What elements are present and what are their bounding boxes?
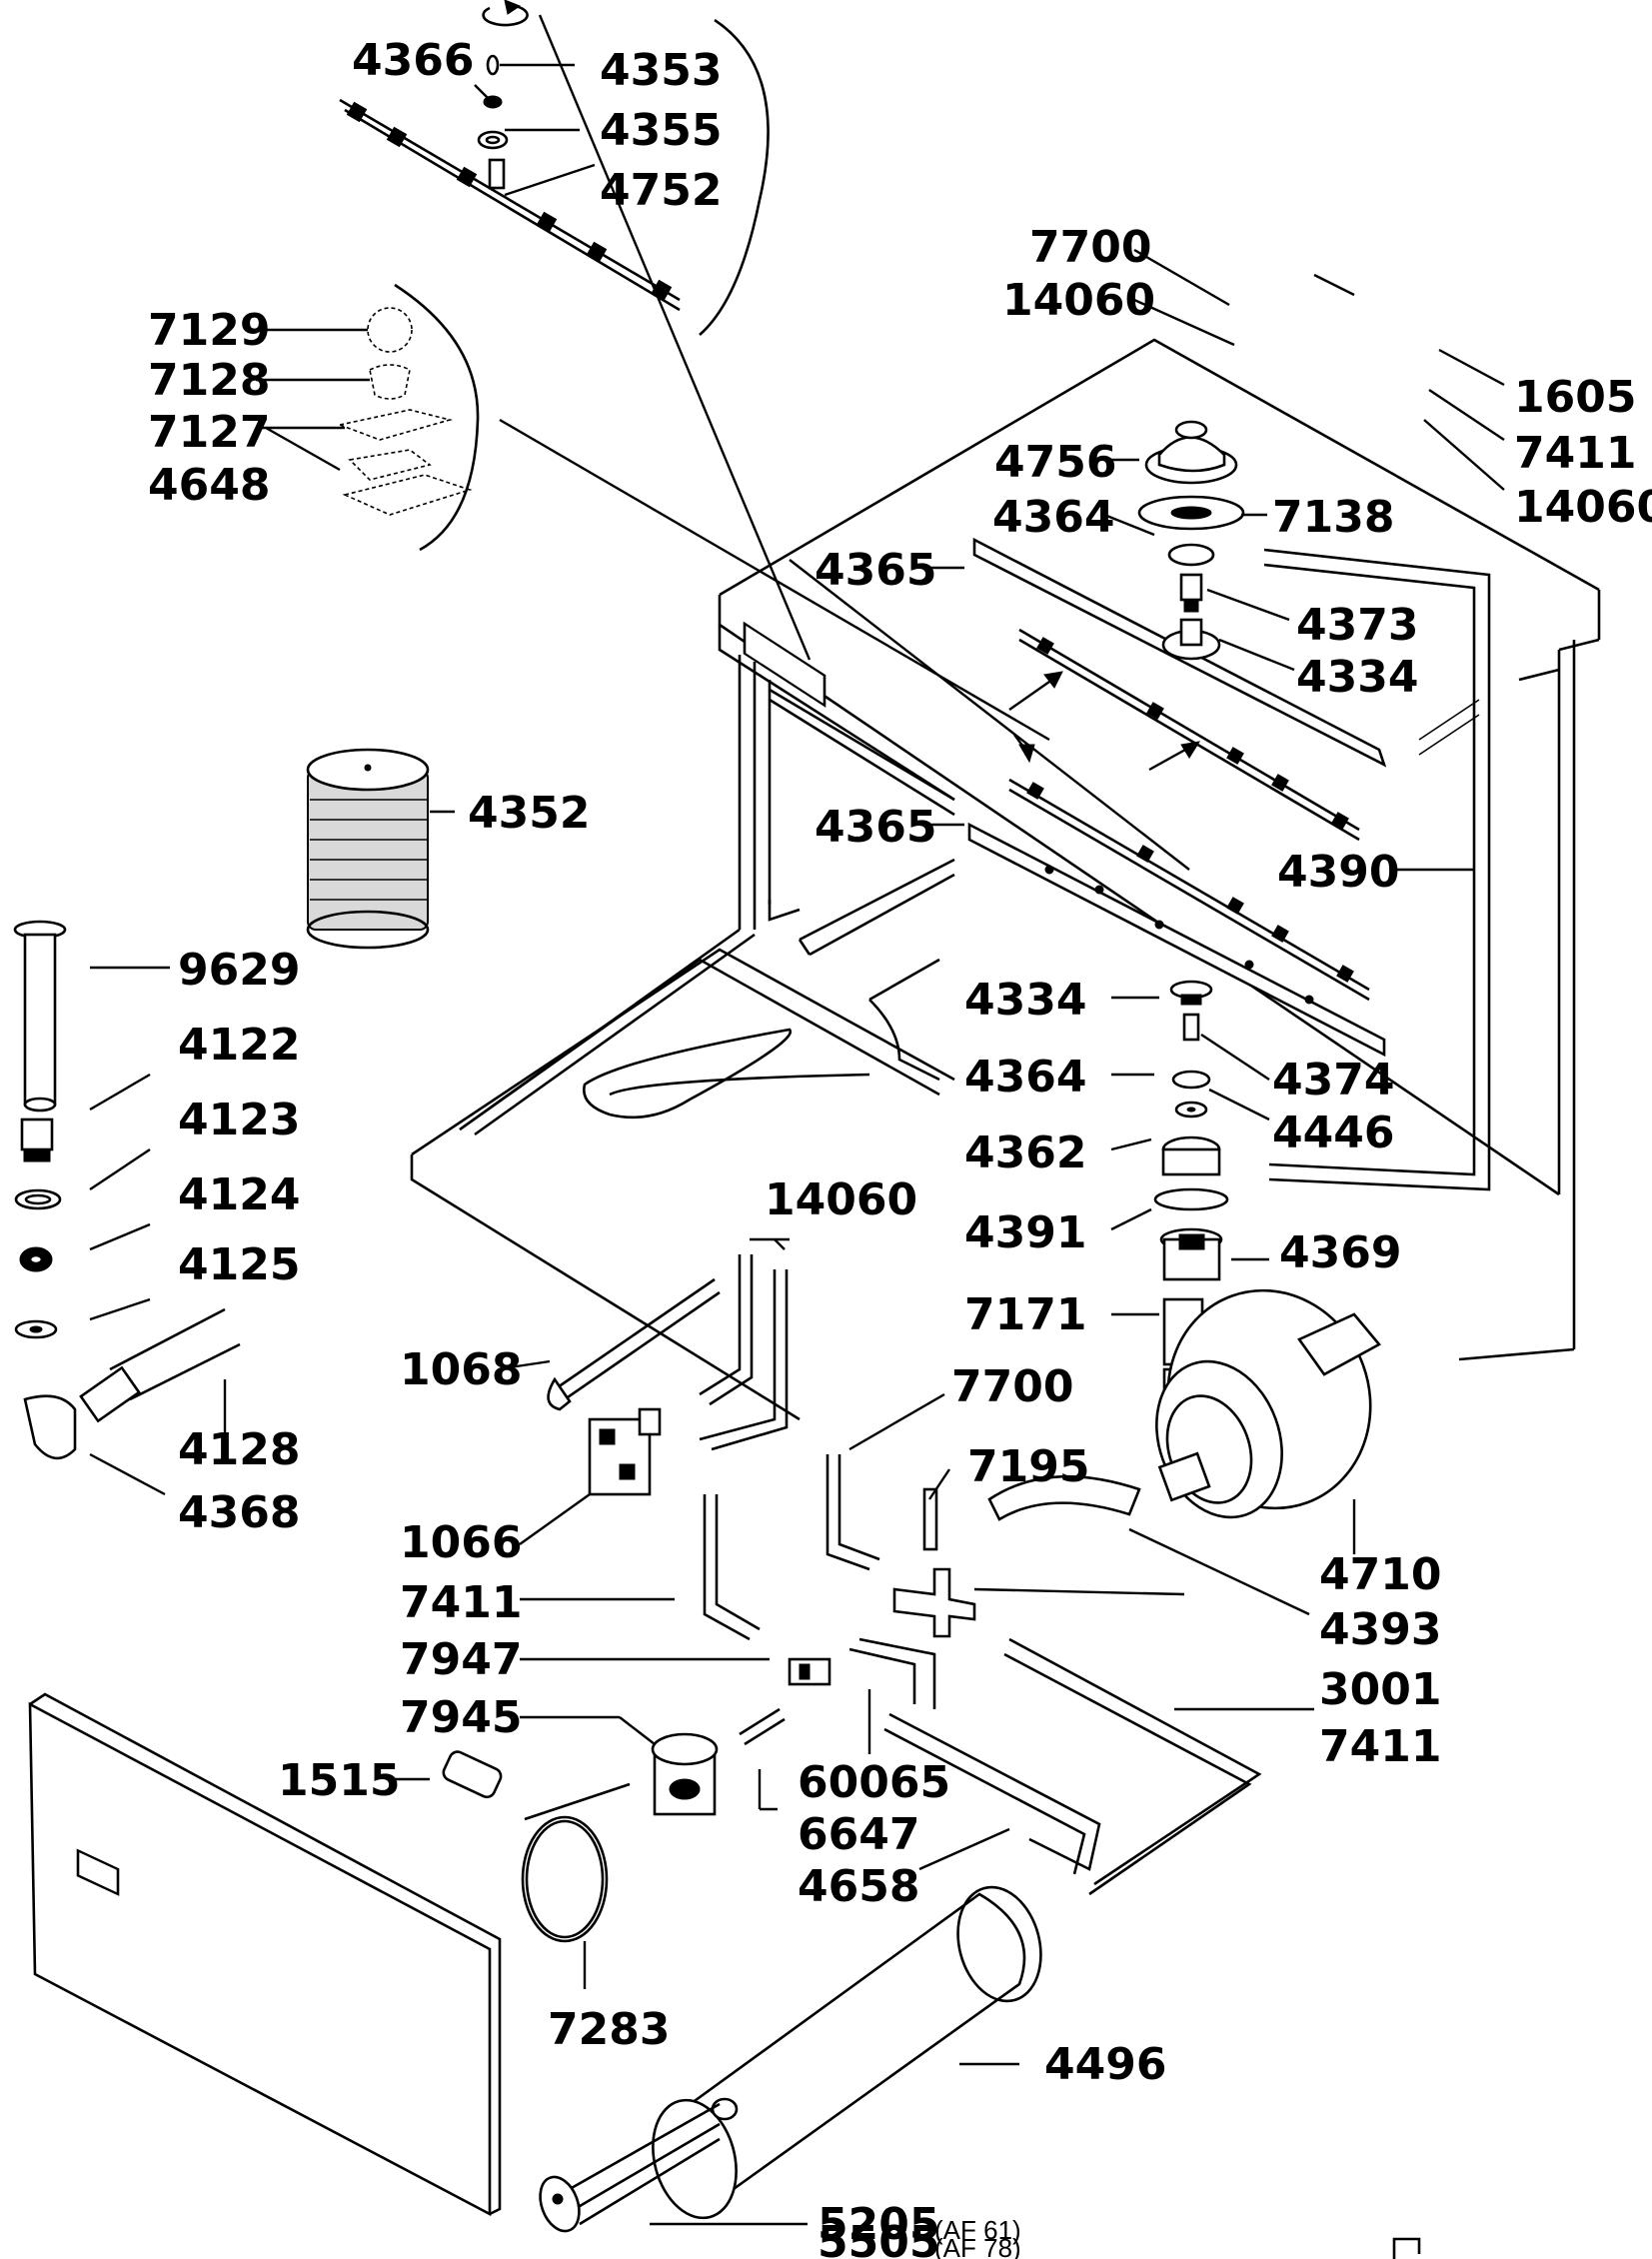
cylinder-filter-4352 bbox=[306, 748, 430, 950]
label-7411-top: 7411 bbox=[1514, 428, 1636, 479]
label-7283: 7283 bbox=[548, 2004, 670, 2055]
label-4393: 4393 bbox=[1319, 1604, 1441, 1655]
label-4391: 4391 bbox=[964, 1207, 1086, 1258]
label-3001: 3001 bbox=[1319, 1664, 1441, 1715]
label-7127: 7127 bbox=[148, 407, 270, 458]
leader-lines bbox=[89, 63, 1505, 2226]
label-4710: 4710 bbox=[1319, 1549, 1441, 1600]
label-4353: 4353 bbox=[600, 45, 722, 96]
label-4124: 4124 bbox=[178, 1169, 300, 1220]
label-4334-top: 4334 bbox=[1296, 652, 1418, 703]
filter-group bbox=[337, 283, 1050, 742]
label-1068: 1068 bbox=[400, 1344, 522, 1395]
label-4125: 4125 bbox=[178, 1239, 300, 1290]
label-4334-lower: 4334 bbox=[964, 975, 1086, 1026]
label-7411-lower: 7411 bbox=[1319, 1721, 1441, 1772]
label-14060-mid: 14060 bbox=[765, 1174, 917, 1225]
label-7128: 7128 bbox=[148, 355, 270, 406]
label-4365-top: 4365 bbox=[815, 545, 936, 596]
label-9629: 9629 bbox=[178, 945, 300, 996]
label-4128: 4128 bbox=[178, 1424, 300, 1475]
label-7700-lower: 7700 bbox=[951, 1361, 1073, 1412]
label-4364-lower: 4364 bbox=[964, 1052, 1086, 1103]
label-4362: 4362 bbox=[964, 1128, 1086, 1178]
label-4496: 4496 bbox=[1044, 2039, 1166, 2090]
label-7138: 7138 bbox=[1272, 492, 1394, 543]
label-4374: 4374 bbox=[1272, 1055, 1394, 1106]
corner-mark bbox=[1392, 2237, 1421, 2259]
label-4752: 4752 bbox=[600, 165, 722, 216]
label-1066: 1066 bbox=[400, 1517, 522, 1568]
overflow-drain-parts bbox=[13, 920, 241, 1460]
label-4446: 4446 bbox=[1272, 1108, 1394, 1158]
label-7129: 7129 bbox=[148, 305, 270, 356]
label-7947: 7947 bbox=[400, 1634, 522, 1685]
note-5205: (AF 61) bbox=[934, 2215, 1021, 2245]
label-7195: 7195 bbox=[967, 1441, 1089, 1492]
label-4123: 4123 bbox=[178, 1095, 300, 1145]
label-4648: 4648 bbox=[148, 460, 270, 511]
label-4373: 4373 bbox=[1296, 600, 1418, 651]
label-7700-top: 7700 bbox=[1029, 222, 1151, 273]
label-4658: 4658 bbox=[798, 1861, 919, 1912]
label-6647: 6647 bbox=[798, 1809, 919, 1860]
label-4122: 4122 bbox=[178, 1020, 300, 1071]
label-4352: 4352 bbox=[468, 788, 590, 839]
label-4756: 4756 bbox=[994, 437, 1116, 488]
label-4355: 4355 bbox=[600, 105, 722, 156]
part-labels: 4366 4353 4355 4752 7129 7128 7127 4648 … bbox=[148, 35, 1652, 2259]
boiler-tank-4496 bbox=[539, 1885, 1042, 2233]
label-1605: 1605 bbox=[1514, 372, 1636, 423]
dishwasher-cabinet bbox=[410, 338, 1601, 1421]
pump-stack bbox=[987, 420, 1382, 1521]
label-7411-mid: 7411 bbox=[400, 1577, 522, 1628]
label-4366: 4366 bbox=[352, 35, 474, 86]
label-5205: 5205 bbox=[818, 2199, 939, 2250]
label-5505: 5505 bbox=[818, 2217, 939, 2259]
note-5505: (AF 78) bbox=[934, 2233, 1021, 2259]
label-4364-top: 4364 bbox=[992, 492, 1114, 543]
label-4369: 4369 bbox=[1279, 1227, 1401, 1278]
label-14060-top: 14060 bbox=[1002, 275, 1155, 326]
label-7171: 7171 bbox=[964, 1289, 1086, 1340]
label-4390: 4390 bbox=[1277, 847, 1399, 898]
inlet-valves-and-hoses bbox=[442, 1254, 1262, 1943]
label-4368: 4368 bbox=[178, 1487, 300, 1538]
front-door-panel bbox=[28, 1692, 502, 2217]
label-7945: 7945 bbox=[400, 1692, 522, 1743]
upper-wash-arm-group bbox=[339, 0, 1190, 871]
label-60065: 60065 bbox=[798, 1757, 950, 1808]
label-1515: 1515 bbox=[278, 1755, 400, 1806]
label-14060-right: 14060 bbox=[1514, 482, 1652, 533]
label-4365-mid: 4365 bbox=[815, 802, 936, 853]
